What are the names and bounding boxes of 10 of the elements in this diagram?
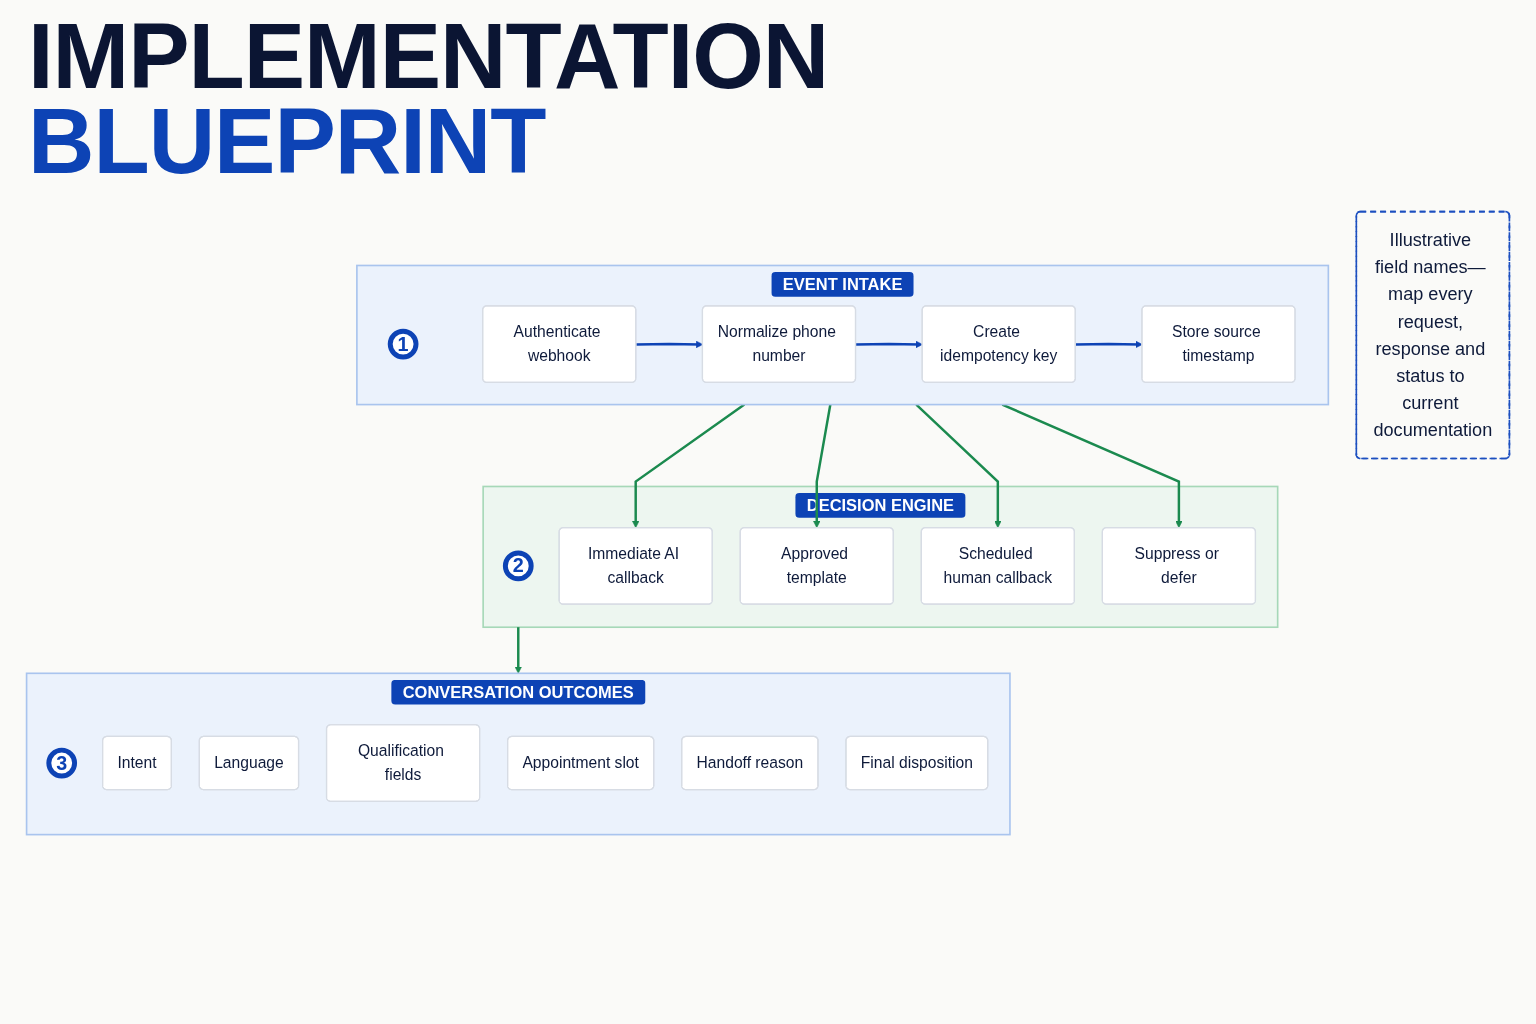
arrow — [915, 403, 1002, 528]
arrow — [855, 340, 923, 349]
arrow — [813, 404, 832, 528]
node-circle: 1 — [387, 328, 419, 360]
title: IMPLEMENTATION BLUEPRINT — [28, 14, 829, 184]
arrow — [514, 627, 522, 674]
arrow — [632, 403, 746, 528]
node-circle: 2 — [502, 550, 534, 582]
node-circle: 3 — [46, 747, 78, 779]
arrow — [1001, 403, 1183, 528]
